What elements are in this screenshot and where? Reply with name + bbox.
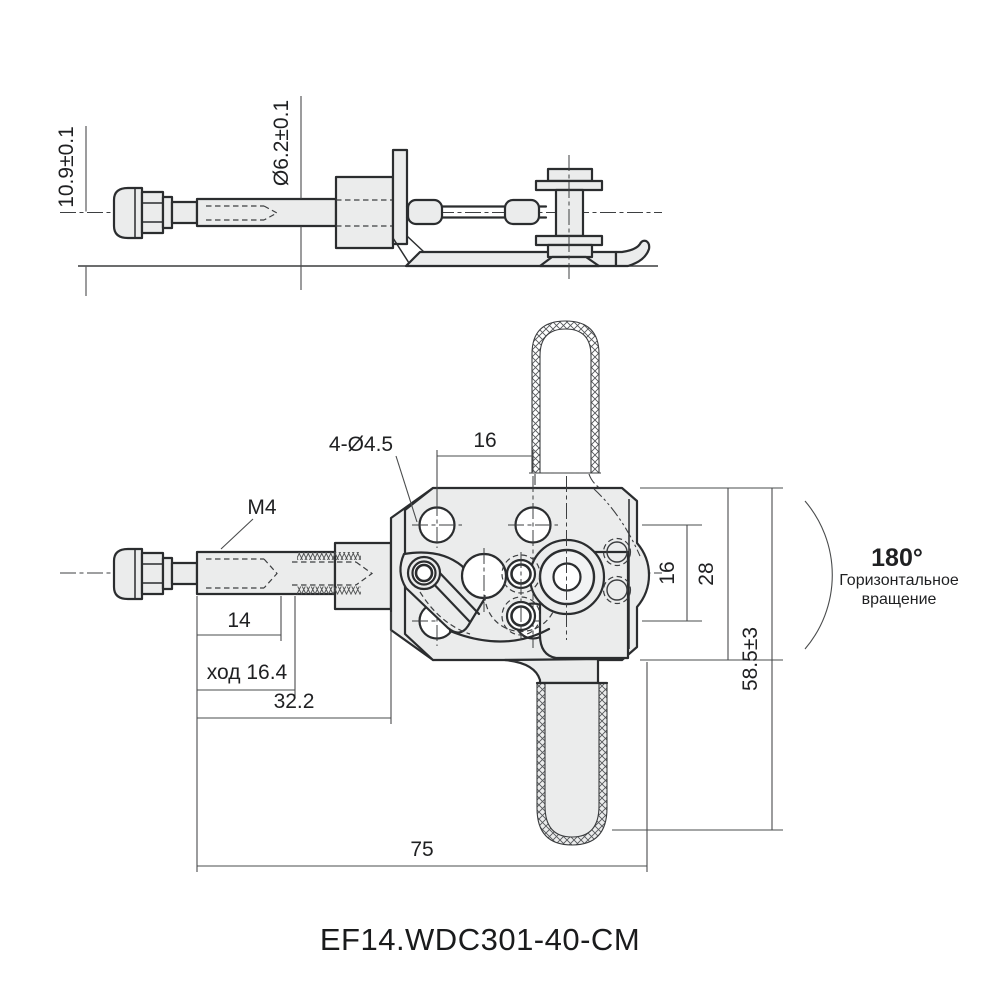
handle-shaft bbox=[503, 657, 600, 685]
lever-edge bbox=[435, 568, 481, 616]
drill-point bbox=[263, 205, 279, 221]
rivet-core bbox=[414, 563, 434, 583]
link-pin bbox=[503, 198, 541, 226]
label-mounting-holes: 4-Ø4.5 bbox=[329, 433, 393, 456]
hidden-hole bbox=[602, 537, 632, 567]
rubber-tip bbox=[112, 186, 144, 240]
dimensions: 14 ход 16.4 32.2 75 16 16 28 58.5±3 4-Ø4… bbox=[196, 429, 959, 872]
handle-grip-knurl bbox=[536, 682, 608, 846]
part-number-title: EF14.WDC301-40-CM bbox=[320, 922, 640, 957]
pivot-cap-bottom bbox=[546, 243, 594, 259]
leader-line bbox=[395, 455, 418, 523]
rotation-angle: 180° bbox=[871, 544, 923, 572]
bend-line bbox=[392, 237, 410, 264]
label-thread: M4 bbox=[247, 496, 276, 519]
dim-rod-length: 32.2 bbox=[274, 690, 315, 713]
pivot-cap-top bbox=[546, 167, 594, 183]
bushing bbox=[334, 175, 395, 250]
dim-stroke: ход 16.4 bbox=[207, 661, 288, 684]
dim-rod-diameter: Ø6.2±0.1 bbox=[270, 96, 302, 290]
threaded-rod bbox=[195, 197, 338, 228]
rubber-tip bbox=[112, 547, 144, 601]
rotation-note-line1: Горизонтальное bbox=[839, 572, 959, 589]
dim-overall-length: 75 bbox=[410, 838, 433, 861]
handle-up-phantom bbox=[529, 320, 602, 490]
rod-stem bbox=[170, 200, 199, 225]
rod-stem bbox=[170, 561, 199, 586]
spring-hatch-top bbox=[297, 552, 361, 560]
dim-hole-spacing-horizontal: 16 bbox=[473, 429, 496, 452]
pivot-base bbox=[538, 255, 601, 268]
link-pin bbox=[406, 198, 444, 226]
hidden-hole-inner bbox=[606, 579, 628, 601]
swing-phantom bbox=[593, 488, 641, 557]
handle-grip-knurl bbox=[531, 320, 600, 474]
side-view: 10.9±0.1 Ø6.2±0.1 bbox=[55, 96, 662, 296]
dim-hole-spacing-vertical: 16 bbox=[656, 561, 679, 584]
rotation-arc bbox=[804, 500, 833, 650]
dim-body-height: 28 bbox=[695, 562, 718, 585]
dim-thread-length: 14 bbox=[227, 609, 251, 632]
bracket-plate bbox=[391, 148, 409, 246]
rotation-note-line2: вращение bbox=[862, 591, 937, 608]
drill-point bbox=[263, 558, 278, 589]
hidden-hole bbox=[602, 575, 632, 605]
base-hook bbox=[614, 239, 651, 268]
washer bbox=[161, 556, 174, 591]
leader-line bbox=[220, 518, 254, 550]
dim-side-height: 10.9±0.1 bbox=[55, 126, 87, 296]
hidden-hole-inner bbox=[606, 541, 628, 563]
handle-down bbox=[503, 657, 609, 846]
washer bbox=[161, 195, 174, 230]
spring-hatch-bottom bbox=[297, 586, 361, 595]
dim-overall-height: 58.5±3 bbox=[739, 627, 762, 691]
drill-point bbox=[355, 561, 374, 586]
hex-nut bbox=[140, 551, 165, 596]
hex-nut bbox=[140, 190, 165, 235]
plate-sweep-edge bbox=[448, 627, 551, 643]
shaft-phantom bbox=[588, 473, 602, 490]
hidden-arc bbox=[484, 594, 558, 633]
bend-line bbox=[406, 235, 425, 253]
dim-rod-diameter-label: Ø6.2±0.1 bbox=[270, 100, 293, 186]
dim-side-height-label: 10.9±0.1 bbox=[55, 126, 78, 208]
front-view: 14 ход 16.4 32.2 75 16 16 28 58.5±3 4-Ø4… bbox=[60, 320, 959, 872]
handle-grip-fill bbox=[537, 683, 607, 845]
